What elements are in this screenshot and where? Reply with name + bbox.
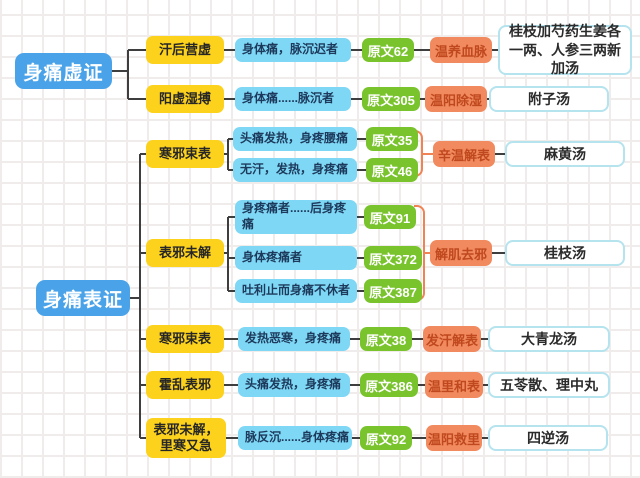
mindmap-node-o4[interactable]: 解肌去邪	[430, 240, 492, 266]
mindmap-node-g10[interactable]: 原文92	[360, 426, 412, 450]
mindmap-node-c10[interactable]: 脉反沉......身体疼痛	[238, 426, 352, 450]
mindmap-node-y7[interactable]: 表邪未解，里寒又急	[146, 418, 226, 458]
mindmap-node-c2[interactable]: 身体痛......脉沉者	[235, 87, 351, 111]
mindmap-node-g8[interactable]: 原文38	[360, 327, 412, 351]
mindmap-node-c8[interactable]: 发热恶寒，身疼痛	[238, 327, 350, 351]
mindmap-node-g3[interactable]: 原文35	[366, 127, 418, 151]
mindmap-node-o7[interactable]: 温阳救里	[426, 425, 482, 451]
mindmap-node-w6[interactable]: 五苓散、理中丸	[488, 372, 610, 398]
mindmap-node-o5[interactable]: 发汗解表	[423, 326, 481, 352]
mindmap-node-c1[interactable]: 身体痛，脉沉迟者	[235, 38, 351, 62]
mindmap-node-c9[interactable]: 头痛发热，身疼痛	[238, 373, 350, 397]
mindmap-node-o1[interactable]: 温养血脉	[430, 37, 492, 63]
mindmap-node-y6[interactable]: 霍乱表邪	[146, 371, 224, 399]
mindmap-node-y1[interactable]: 汗后营虚	[146, 36, 224, 64]
mindmap-node-o2[interactable]: 温阳除湿	[425, 86, 487, 112]
mindmap-node-w1[interactable]: 桂枝加芍药生姜各一两、人参三两新加汤	[498, 23, 632, 76]
mindmap-node-root-biao[interactable]: 身痛表证	[36, 280, 130, 316]
mindmap-node-w4[interactable]: 桂枝汤	[505, 240, 625, 266]
mindmap-node-y4[interactable]: 表邪未解	[146, 239, 224, 267]
mindmap-node-g6[interactable]: 原文372	[364, 246, 422, 270]
mindmap-node-o6[interactable]: 温里和表	[425, 372, 483, 398]
mindmap-node-g9[interactable]: 原文386	[360, 373, 418, 397]
mindmap-node-y3[interactable]: 寒邪束表	[146, 140, 224, 168]
mindmap-node-g4[interactable]: 原文46	[366, 158, 418, 182]
mindmap-node-c4[interactable]: 无汗，发热，身疼痛	[233, 158, 357, 182]
mindmap-node-o3[interactable]: 辛温解表	[433, 141, 495, 167]
mindmap-node-c7[interactable]: 吐利止而身痛不休者	[235, 279, 357, 303]
mindmap-node-w3[interactable]: 麻黄汤	[505, 141, 625, 167]
mindmap-node-c5[interactable]: 身疼痛者......后身疼痛	[235, 200, 357, 234]
mindmap-node-w5[interactable]: 大青龙汤	[488, 326, 610, 352]
mindmap-node-w2[interactable]: 附子汤	[489, 86, 609, 112]
mindmap-node-c6[interactable]: 身体疼痛者	[235, 246, 357, 270]
mindmap-node-g5[interactable]: 原文91	[364, 205, 416, 229]
mindmap-node-g1[interactable]: 原文62	[362, 38, 414, 62]
mindmap-node-w7[interactable]: 四逆汤	[488, 425, 608, 451]
mindmap-node-g7[interactable]: 原文387	[364, 279, 422, 303]
mindmap-node-g2[interactable]: 原文305	[362, 87, 420, 111]
mindmap-node-y5[interactable]: 寒邪束表	[146, 325, 224, 353]
mindmap-node-y2[interactable]: 阳虚湿搏	[146, 85, 224, 113]
mindmap-node-root-xu[interactable]: 身痛虚证	[15, 53, 112, 89]
mindmap-node-c3[interactable]: 头痛发热，身疼腰痛	[233, 127, 357, 151]
